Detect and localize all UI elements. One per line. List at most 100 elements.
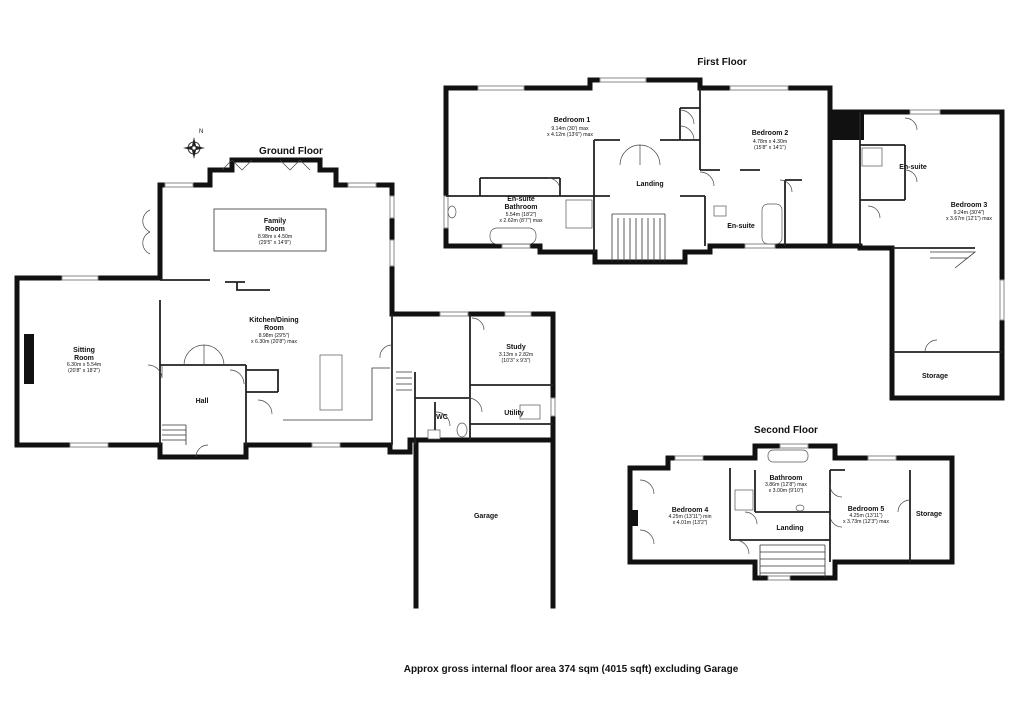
room-name: Bedroom 4 [672,507,709,514]
ground-door [257,399,273,415]
shower [734,489,754,511]
first-outer-wall [443,77,1005,401]
room-name: Storage [922,373,948,380]
ground-window [164,182,194,188]
fireplace [24,334,34,384]
second-window [767,575,791,581]
chimney [628,510,638,526]
first-window [999,279,1005,321]
bifold-door [221,159,311,171]
second-floor-title: Second Floor [754,425,818,436]
first-window [477,85,525,91]
room-name: Bedroom 2 [752,130,789,137]
chimney [832,112,864,140]
ground-door [142,209,151,255]
room-dimensions: 4.25m (13'11")x 3.73m (12'3") max [843,513,889,525]
shower [861,147,883,167]
ground-door [467,397,483,413]
ground-stairs [396,371,412,391]
first-window [501,243,531,249]
ground-door [379,344,393,359]
second-window [674,455,704,461]
second-door [734,539,750,555]
ground-door [147,364,163,379]
first-door [779,179,793,193]
compass-icon: N [183,129,205,159]
ground-floor: Ground Floor N [14,129,556,609]
hall-double-door [183,344,225,366]
room-name: Bathroom [769,475,802,482]
first-window [729,85,789,91]
first-stairs [930,251,977,269]
first-stairs [611,213,666,262]
second-door [639,479,655,545]
ground-window [389,239,395,267]
room-name: WC [436,414,448,421]
second-interior-wall [729,468,911,562]
ground-window [389,195,395,219]
family-room-rug [213,208,327,252]
first-floor-title: First Floor [697,57,747,68]
basin [427,429,441,440]
ground-window [550,397,556,417]
first-floor: First Floor Bedroo [443,57,1005,401]
front-door [195,444,209,458]
first-window [744,243,776,249]
room-name: Hall [196,398,209,405]
room-name: Bedroom 3 [951,202,988,209]
room-name: Bedroom 1 [554,117,591,124]
second-door [829,484,843,498]
second-window [867,455,897,461]
first-door [679,109,695,141]
ground-window [347,182,377,188]
compass-north-label: N [199,129,203,135]
room-name: Utility [504,410,524,417]
second-stairs [759,544,826,578]
second-door [897,499,911,513]
ground-door [471,317,485,331]
ground-window [504,311,532,317]
bathtub [767,449,809,463]
ground-stairs [162,424,187,445]
first-window [599,77,647,83]
room-dimensions: 6.30m x 5.54m(20'8" x 18'2") [67,362,101,374]
ground-window [311,442,341,448]
first-door [904,169,918,183]
room-name: En-suite [899,164,927,171]
room-dimensions: 3.13m x 2.82m(10'3" x 9'3") [499,352,533,364]
toilet [456,422,468,438]
room-name: Landing [776,525,803,532]
room-name: Storage [916,511,942,518]
room-name: Bedroom 5 [848,506,885,513]
room-dimensions: 4.78m x 4.30m(15'8" x 14'1") [753,139,787,151]
second-window [779,443,809,449]
room-dimensions: 9.24m (30'4")x 3.67m (12'1") max [946,210,992,222]
second-floor: Second Floor Bedroom 4 4.25m (13'11") mi… [627,425,955,581]
kitchen-island [319,354,343,411]
ground-door [229,369,245,385]
shower [565,199,593,229]
room-name: Garage [474,513,498,520]
ground-door [435,411,451,427]
room-name: Landing [636,181,663,188]
toilet [795,504,805,512]
first-window [443,195,449,229]
second-door [829,514,843,528]
ground-window [61,275,99,281]
bathtub [489,227,537,245]
room-name: Study [506,344,526,351]
room-dimensions: 8.98m x 4.50m(29'5" x 14'9") [258,234,292,246]
room-dimensions: 8.98m (29'5")x 6.30m (20'8") max [251,333,297,345]
first-door [924,339,938,353]
room-dimensions: 5.54m (18'2")x 2.62m (8'7") max [499,212,543,224]
first-door [904,117,918,131]
first-window [909,109,941,115]
